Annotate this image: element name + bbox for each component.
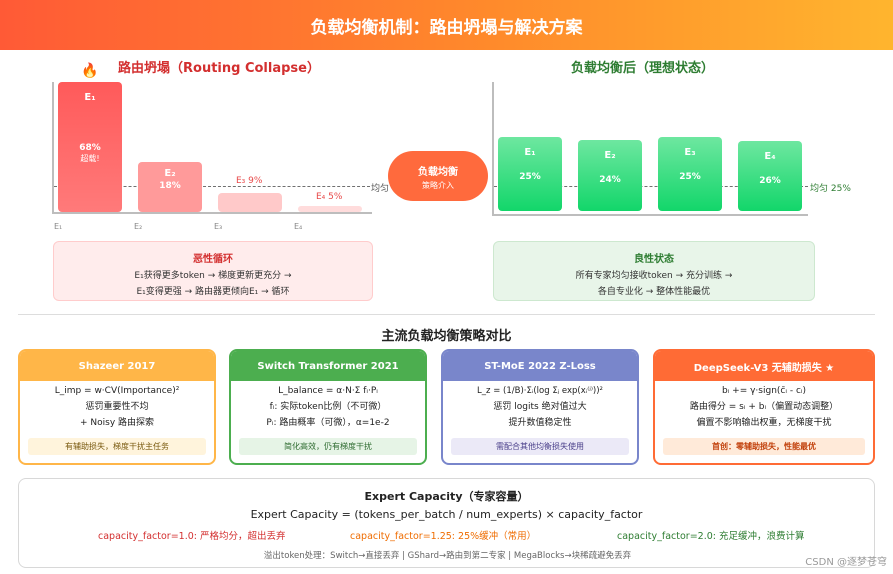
bar-value: 18% [159, 181, 181, 191]
balanced-bar-e3: E₃ 25% [658, 137, 722, 211]
card-line: 惩罚 logits 绝对值过大 [493, 402, 587, 412]
bubble-line: 负载均衡 [418, 167, 458, 178]
card-footer: 首创：零辅助损失，性能最优 [663, 438, 865, 455]
card-line: + Noisy 路由探索 [79, 418, 155, 428]
collapse-bar-e1: E₁ 68% 超载! [58, 82, 122, 212]
card-line: fᵢ: 实际token比例（不可微） [269, 402, 387, 412]
collapse-tick: E₂ [134, 222, 143, 231]
collapse-avg-label: 均匀 [371, 184, 390, 194]
bar-label: E₂ [164, 168, 176, 179]
bar-value: 25% [519, 172, 541, 182]
balanced-bar-e2: E₂ 24% [578, 140, 642, 211]
card-line: 提升数值稳定性 [508, 418, 572, 428]
card-header: ST-MoE 2022 Z-Loss [443, 351, 637, 381]
collapse-bar-e3 [218, 193, 282, 212]
collapse-bar-e2: E₂ 18% [138, 162, 202, 212]
capacity-option-ample: capacity_factor=2.0: 充足缓冲，浪费计算 [617, 531, 805, 542]
card-line: L_z = (1/B)·Σᵢ(log Σⱼ exp(xᵢ⁽ʲ⁾))² [477, 386, 603, 396]
fire-icon: 🔥 [81, 63, 99, 79]
strategy-bubble: 负载均衡 策略介入 [388, 151, 488, 201]
card-header: Shazeer 2017 [20, 351, 214, 381]
collapse-bar-e4 [298, 206, 362, 212]
overload-badge: 超载! [80, 154, 100, 163]
balanced-title: 负载均衡后（理想状态） [571, 61, 715, 76]
card-line: Pᵢ: 路由概率（可微），α=1e-2 [266, 418, 390, 428]
page-header: 负载均衡机制：路由坍塌与解决方案 [0, 0, 893, 50]
vicious-cycle-title: 恶性循环 [193, 254, 233, 265]
bar-label: E₁ [84, 92, 96, 103]
virtuous-state-title: 良性状态 [634, 254, 674, 265]
collapse-x-axis [52, 212, 372, 214]
capacity-title: Expert Capacity（专家容量） [364, 490, 529, 503]
balanced-avg-line [494, 186, 808, 187]
card-footer: 简化高效，仍有梯度干扰 [239, 438, 417, 455]
card-line: 惩罚重要性不均 [85, 402, 149, 412]
overflow-note: 溢出token处理：Switch→直接丢弃 | GShard→路由到第二专家 |… [263, 551, 632, 561]
bar-label: E₂ [604, 150, 616, 161]
strategy-card-switch: Switch Transformer 2021 L_balance = α·N·… [229, 349, 427, 465]
strategies-title: 主流负载均衡策略对比 [381, 329, 512, 344]
card-line: L_imp = w·CV(Importance)² [54, 386, 180, 396]
collapse-tick: E₃ [214, 222, 223, 231]
capacity-formula: Expert Capacity = (tokens_per_batch / nu… [250, 508, 643, 521]
balanced-avg-label: 均匀 25% [810, 184, 851, 194]
strategy-card-stmoe: ST-MoE 2022 Z-Loss L_z = (1/B)·Σᵢ(log Σⱼ… [441, 349, 639, 465]
virtuous-state-line: 各自专业化 → 整体性能最优 [597, 287, 711, 297]
collapse-e3-label: E₃ 9% [236, 176, 263, 186]
bubble-line: 策略介入 [422, 181, 454, 190]
card-footer: 需配合其他均衡损失使用 [451, 438, 629, 455]
card-line: bᵢ += γ·sign(c̄ᵢ - cᵢ) [721, 386, 807, 396]
card-line: 偏置不影响输出权重，无梯度干扰 [696, 418, 832, 428]
bar-value: 25% [679, 172, 701, 182]
card-line: 路由得分 = sᵢ + bᵢ（偏置动态调整） [689, 402, 839, 412]
vicious-cycle-box: 恶性循环 E₁获得更多token → 梯度更新更充分 → E₁变得更强 → 路由… [53, 241, 373, 301]
capacity-option-strict: capacity_factor=1.0: 严格均分，超出丢弃 [98, 531, 286, 542]
virtuous-state-box: 良性状态 所有专家均匀接收token → 充分训练 → 各自专业化 → 整体性能… [493, 241, 815, 301]
balanced-y-axis [492, 82, 494, 216]
bar-value: 68% [79, 143, 101, 153]
watermark: CSDN @逐梦苍穹 [805, 557, 887, 568]
capacity-option-buffer: capacity_factor=1.25: 25%缓冲（常用） [350, 531, 537, 542]
collapse-y-axis [52, 82, 54, 214]
collapse-avg-line [54, 186, 370, 187]
card-line: L_balance = α·N·Σ fᵢ·Pᵢ [278, 386, 378, 396]
collapse-title: 路由坍塌（Routing Collapse） [118, 61, 320, 76]
card-header: DeepSeek-V3 无辅助损失 ★ [655, 351, 873, 381]
bar-label: E₃ [684, 147, 696, 158]
section-divider [18, 314, 875, 315]
collapse-tick: E₁ [54, 222, 63, 231]
virtuous-state-line: 所有专家均匀接收token → 充分训练 → [575, 271, 733, 281]
bar-value: 24% [599, 175, 621, 185]
card-header: Switch Transformer 2021 [231, 351, 425, 381]
vicious-cycle-line: E₁获得更多token → 梯度更新更充分 → [134, 271, 292, 281]
bar-value: 26% [759, 176, 781, 186]
bar-label: E₄ [764, 151, 776, 162]
strategy-card-shazeer: Shazeer 2017 L_imp = w·CV(Importance)² 惩… [18, 349, 216, 465]
expert-capacity-box: Expert Capacity（专家容量） Expert Capacity = … [18, 478, 875, 568]
balanced-bar-e1: E₁ 25% [498, 137, 562, 211]
strategy-card-deepseek: DeepSeek-V3 无辅助损失 ★ bᵢ += γ·sign(c̄ᵢ - c… [653, 349, 875, 465]
collapse-e4-label: E₄ 5% [316, 192, 343, 202]
page-title: 负载均衡机制：路由坍塌与解决方案 [310, 17, 583, 38]
balanced-x-axis [492, 214, 808, 216]
collapse-tick: E₄ [294, 222, 303, 231]
balanced-bar-e4: E₄ 26% [738, 141, 802, 211]
bar-label: E₁ [524, 147, 536, 158]
card-footer: 有辅助损失，梯度干扰主任务 [28, 438, 206, 455]
vicious-cycle-line: E₁变得更强 → 路由器更倾向E₁ → 循环 [136, 287, 290, 297]
